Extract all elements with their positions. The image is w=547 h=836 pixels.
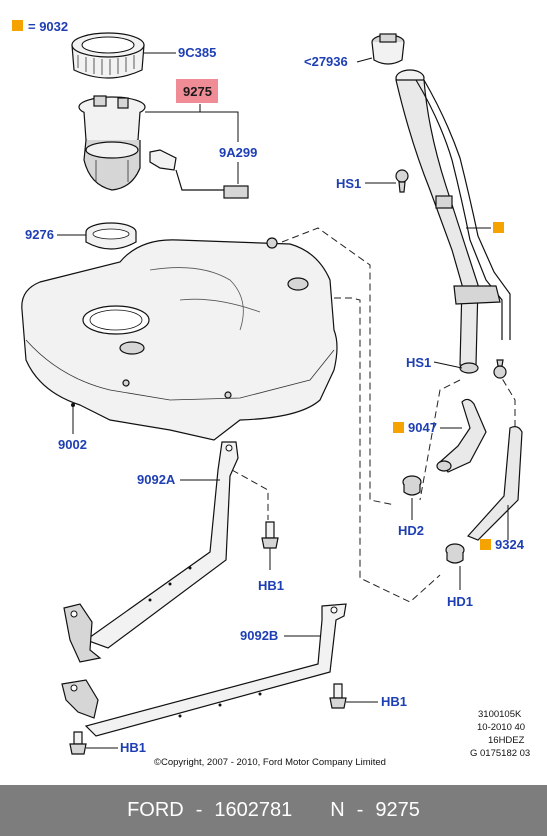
copyright-notice: ©Copyright, 2007 - 2010, Ford Motor Comp… <box>154 757 386 768</box>
legend-marker <box>12 20 23 31</box>
revision-line-3: 16HDEZ <box>488 735 525 746</box>
legend-marker-pipe <box>493 222 504 233</box>
callout-9A299: 9A299 <box>219 145 257 160</box>
screw-hs1-mid <box>493 359 507 379</box>
callout-9092A: 9092A <box>137 472 176 487</box>
callout-9276: 9276 <box>25 227 54 242</box>
footer-dash-1: - <box>195 799 203 821</box>
callout-27936: <27936 <box>304 54 348 69</box>
leader-9275 <box>145 111 239 142</box>
callout-9C385: 9C385 <box>178 45 216 60</box>
screw-hs1-top <box>395 169 409 193</box>
lock-ring-9C385 <box>71 32 145 79</box>
leader-27936 <box>356 57 373 63</box>
callout-9047: 9047 <box>408 420 437 435</box>
callout-9092B: 9092B <box>240 628 278 643</box>
bolt-hb1-b <box>329 683 347 709</box>
fuel-tank-diagram: = 9032 9C385 9275 9A299 9276 <box>12 19 530 768</box>
revision-line-1: 3100105K <box>478 709 522 720</box>
callout-hd2: HD2 <box>398 523 424 538</box>
bolt-hb1-a <box>261 521 279 549</box>
footer-dash-2: - <box>356 799 364 821</box>
hose-9324 <box>466 426 523 541</box>
highlight-box-9275 <box>176 79 218 103</box>
filler-cap-27936 <box>371 33 405 65</box>
clamp-hd1 <box>445 543 465 564</box>
callout-hb1-a: HB1 <box>258 578 284 593</box>
callout-9324: 9324 <box>495 537 525 552</box>
part-number-footer: FORD - 1602781 N - 9275 <box>0 785 547 836</box>
callout-hb1-b: HB1 <box>381 694 407 709</box>
callout-9002: 9002 <box>58 437 87 452</box>
revision-line-2: 10-2010 40 <box>477 722 525 733</box>
callout-hs1-top: HS1 <box>336 176 361 191</box>
legend-marker-9047 <box>393 422 404 433</box>
callout-hb1-c: HB1 <box>120 740 146 755</box>
footer-n-value: 9275 <box>375 799 420 821</box>
fuel-tank-9002 <box>21 237 338 441</box>
bolt-hb1-c <box>69 731 87 755</box>
filler-pipe <box>395 69 511 374</box>
footer-n-label: N <box>330 799 345 821</box>
leader-hs1-mid <box>433 361 463 369</box>
legend-marker-9324 <box>480 539 491 550</box>
fuel-pump-module <box>78 95 249 199</box>
callout-hs1-mid: HS1 <box>406 355 431 370</box>
strap-9092B <box>61 603 347 737</box>
callout-9275: 9275 <box>183 84 212 99</box>
seal-9276 <box>85 222 137 250</box>
footer-part-number: 1602781 <box>214 799 293 821</box>
revision-line-4: G 0175182 03 <box>470 748 530 759</box>
footer-brand: FORD <box>127 799 184 821</box>
routing-line-4 <box>419 379 461 501</box>
strap-9092A <box>63 441 239 663</box>
routing-line-5 <box>231 469 269 520</box>
routing-line-2 <box>334 297 441 603</box>
clamp-hd2 <box>402 475 422 496</box>
legend-text: = 9032 <box>28 19 68 34</box>
callout-hd1: HD1 <box>447 594 473 609</box>
hose-9047 <box>436 398 487 473</box>
routing-line-1 <box>281 227 396 506</box>
